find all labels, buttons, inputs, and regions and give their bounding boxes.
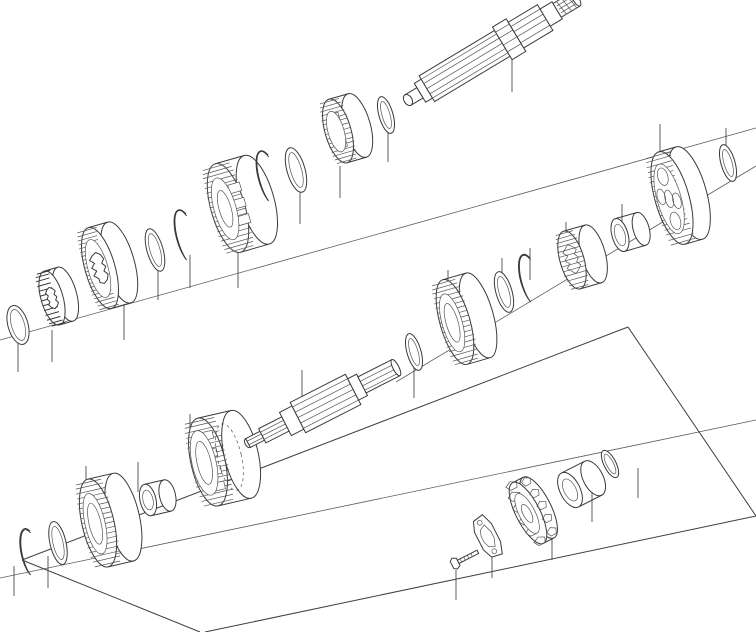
thrust-washer-3 [376, 96, 396, 134]
first-gear-large [75, 472, 143, 568]
thrust-washer-1 [144, 228, 166, 272]
retainer-bolt [449, 549, 480, 570]
thrust-washer-7 [48, 520, 68, 566]
thrust-washer-2 [284, 147, 308, 193]
second-gear [555, 224, 608, 290]
bushing-lower [138, 479, 177, 517]
bushing-collar [610, 211, 651, 252]
output-gear-large [432, 272, 498, 366]
small-spline-gear [35, 266, 80, 327]
circlip-1 [173, 209, 188, 261]
snap-ring-lower-left [19, 528, 31, 576]
primary-drive-gear [646, 146, 711, 246]
thrust-washer-4 [404, 333, 424, 371]
sprocket-retainer-plate [472, 514, 503, 558]
countershaft [243, 358, 402, 449]
shifter-dog-cluster [184, 409, 262, 507]
thrust-washer-5 [493, 271, 515, 313]
sliding-dog-gear [319, 93, 374, 164]
sprocket-spacer [557, 460, 607, 509]
circlip-2 [255, 150, 270, 202]
circlip-3 [518, 253, 531, 303]
cluster-gear-assembly [202, 154, 279, 254]
large-gear-splined-bore [77, 221, 139, 311]
thrust-washer-6 [718, 144, 738, 182]
sprocket-oil-seal [600, 449, 620, 479]
drive-sprocket [505, 476, 558, 546]
snap-ring-left-end [6, 305, 30, 345]
mainshaft [402, 0, 582, 107]
